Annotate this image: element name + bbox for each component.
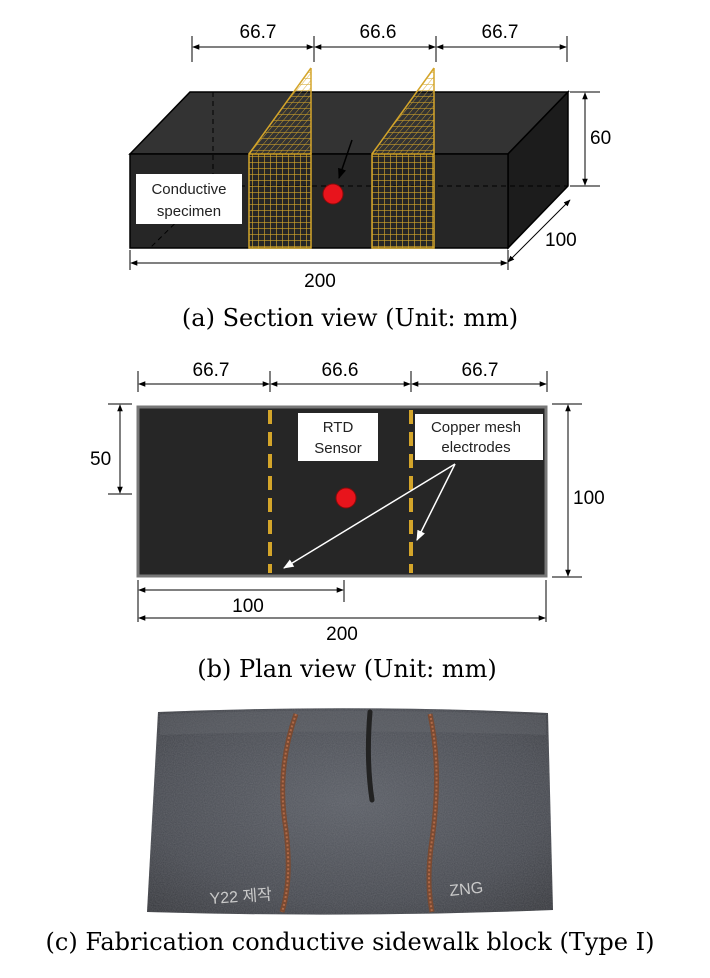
plan-rtd-sensor xyxy=(335,487,357,509)
plan-dim-2: 66.6 xyxy=(322,360,359,381)
section-length-value: 200 xyxy=(304,271,336,292)
plan-left-value: 50 xyxy=(90,449,111,470)
photo-writing-2: ZNG xyxy=(449,880,484,900)
section-dim-1: 66.7 xyxy=(240,22,277,43)
copper-label-line2: electrodes xyxy=(441,439,510,456)
plan-bottom-value-1: 100 xyxy=(232,596,264,617)
plan-dim-3: 66.7 xyxy=(462,360,499,381)
section-dim-3: 66.7 xyxy=(482,22,519,43)
copper-pointer-right xyxy=(416,463,456,541)
section-rtd-sensor xyxy=(322,183,344,205)
rtd-label-line1: RTD xyxy=(323,419,354,436)
section-mesh-right xyxy=(371,67,435,249)
plan-bottom-value-2: 200 xyxy=(326,624,358,645)
section-dim-2: 66.6 xyxy=(360,22,397,43)
section-caption: (a) Section view (Unit: mm) xyxy=(182,304,518,332)
section-sensor-arrow xyxy=(338,139,353,179)
plan-top-dimensions: 66.7 66.6 66.7 xyxy=(137,360,548,392)
section-depth-value: 100 xyxy=(545,230,577,251)
section-mesh-left xyxy=(248,67,312,249)
section-block xyxy=(128,90,570,250)
photo-panel: Y22 제작 ZNG (c) Fabrication conductive si… xyxy=(46,708,655,956)
photo-sensor-wire xyxy=(365,709,375,803)
section-top-dimensions: 66.7 66.6 66.7 xyxy=(191,22,568,62)
copper-label-line1: Copper mesh xyxy=(431,419,521,436)
section-specimen-label: Conductive specimen xyxy=(136,174,242,224)
plan-rtd-label: RTD Sensor xyxy=(298,413,378,461)
plan-right-value: 100 xyxy=(573,488,605,509)
section-length-dimension: 200 xyxy=(129,250,509,292)
section-view: 66.7 66.6 66.7 xyxy=(128,22,611,332)
copper-pointer-left xyxy=(283,463,456,569)
specimen-label-line2: specimen xyxy=(157,203,221,220)
photo-writing-1: Y22 제작 xyxy=(209,886,273,908)
plan-dim-1: 66.7 xyxy=(193,360,230,381)
plan-copper-label: Copper mesh electrodes xyxy=(415,414,543,460)
section-height-value: 60 xyxy=(590,128,611,149)
section-depth-dimension: 100 xyxy=(507,199,577,263)
plan-left-dimension: 50 xyxy=(90,403,132,495)
plan-bottom-dimensions: 100 200 xyxy=(137,580,547,645)
photo-caption: (c) Fabrication conductive sidewalk bloc… xyxy=(46,928,655,956)
plan-right-dimension: 100 xyxy=(552,403,605,578)
plan-caption: (b) Plan view (Unit: mm) xyxy=(197,655,497,683)
specimen-label-line1: Conductive xyxy=(151,181,226,198)
rtd-label-line2: Sensor xyxy=(314,440,362,457)
section-height-dimension: 60 xyxy=(570,91,611,187)
plan-view: 66.7 66.6 66.7 RTD Sensor Copper mesh el… xyxy=(90,360,605,683)
